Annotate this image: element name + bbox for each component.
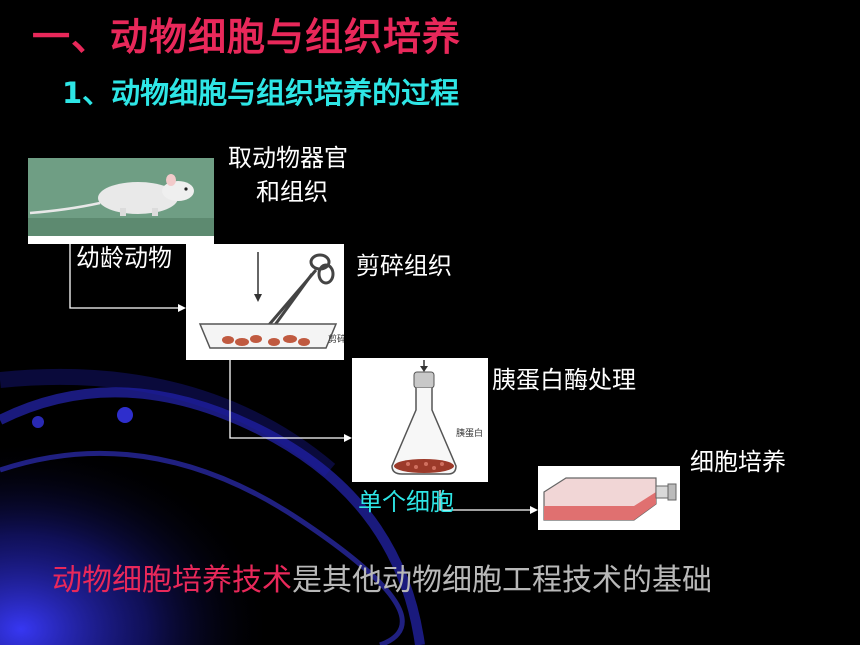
label-take-organ-line2: 和组织	[256, 178, 328, 206]
flask-image: 胰蛋白	[352, 358, 488, 482]
label-cell-culture: 细胞培养	[690, 448, 786, 476]
flask-caption: 胰蛋白	[456, 427, 483, 439]
label-trypsin: 胰蛋白酶处理	[492, 366, 636, 394]
rat-image	[28, 158, 214, 244]
label-mince-tissue: 剪碎组织	[356, 252, 452, 280]
scissors-dish-image: 剪碎	[186, 244, 344, 360]
label-take-organ-line1: 取动物器官	[228, 144, 348, 172]
bottom-highlight: 动物细胞培养技术	[52, 563, 292, 598]
section-subtitle: 1、动物细胞与组织培养的过程	[62, 76, 460, 110]
label-single-cell: 单个细胞	[358, 488, 454, 516]
bottom-rest: 是其他动物细胞工程技术的基础	[292, 563, 712, 598]
bottom-statement: 动物细胞培养技术是其他动物细胞工程技术的基础	[52, 555, 712, 599]
label-young-animal: 幼龄动物	[76, 244, 172, 272]
page-title: 一、动物细胞与组织培养	[32, 15, 462, 59]
culture-flask-image	[538, 466, 680, 530]
scissors-caption: 剪碎	[328, 333, 344, 345]
